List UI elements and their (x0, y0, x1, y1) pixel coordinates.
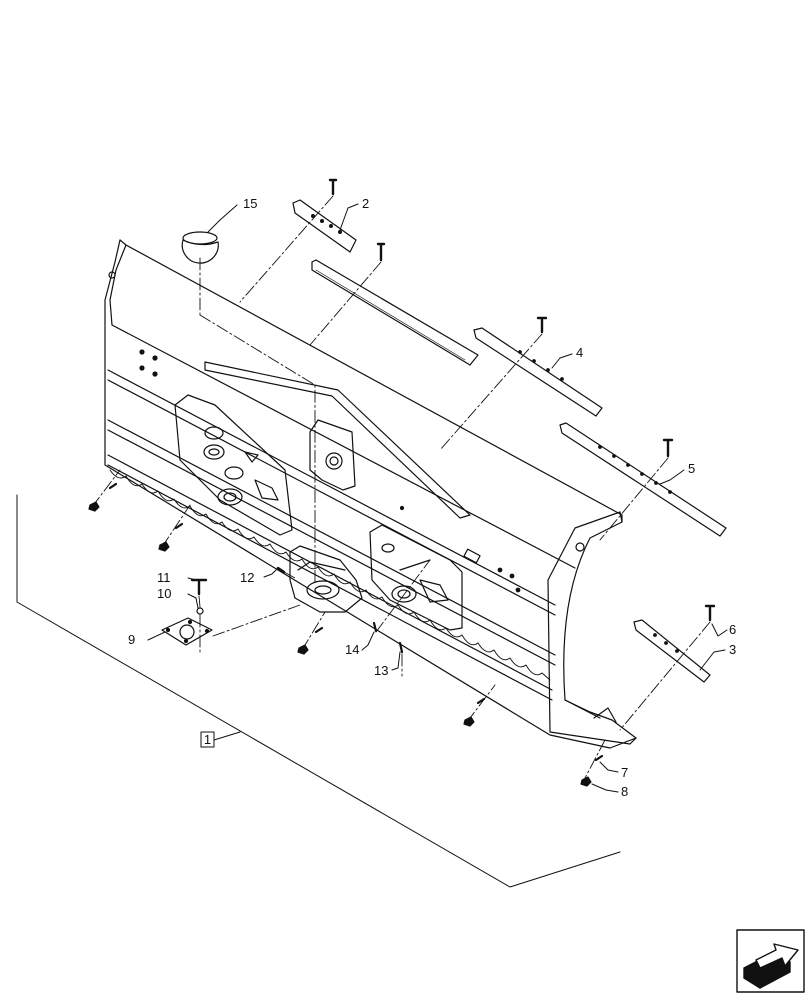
cutting-edge-plates (292, 199, 727, 683)
callout-leaders (147, 203, 728, 793)
callout-5: 5 (688, 461, 695, 476)
callout-1: 1 (204, 732, 211, 747)
callout-7: 7 (621, 765, 628, 780)
dozer-blade (104, 239, 637, 749)
callout-4: 4 (576, 345, 583, 360)
next-page-arrow-icon[interactable] (736, 929, 805, 993)
cutting-edge-5 (559, 422, 727, 537)
callout-1-box (200, 731, 215, 748)
callout-11: 11 (157, 570, 171, 585)
end-bit-plate-3 (633, 619, 711, 683)
callout-labels: 1 2 3 4 5 6 7 8 9 10 11 12 13 14 15 (128, 196, 736, 799)
callout-2: 2 (362, 196, 369, 211)
long-strip-top (311, 259, 479, 366)
callout-14: 14 (345, 642, 359, 657)
callout-10: 10 (157, 586, 171, 601)
end-bit-plate-2 (292, 199, 357, 253)
hardware (88, 178, 716, 787)
callout-6: 6 (729, 622, 736, 637)
gasket-9 (161, 617, 213, 646)
assembly-boundary (16, 494, 621, 888)
callout-15: 15 (243, 196, 257, 211)
callout-9: 9 (128, 632, 135, 647)
callout-12: 12 (240, 570, 254, 585)
callout-8: 8 (621, 784, 628, 799)
assembly-centerlines (91, 195, 711, 779)
callout-13: 13 (374, 663, 388, 678)
cutting-edge-4 (473, 327, 603, 417)
callout-3: 3 (729, 642, 736, 657)
